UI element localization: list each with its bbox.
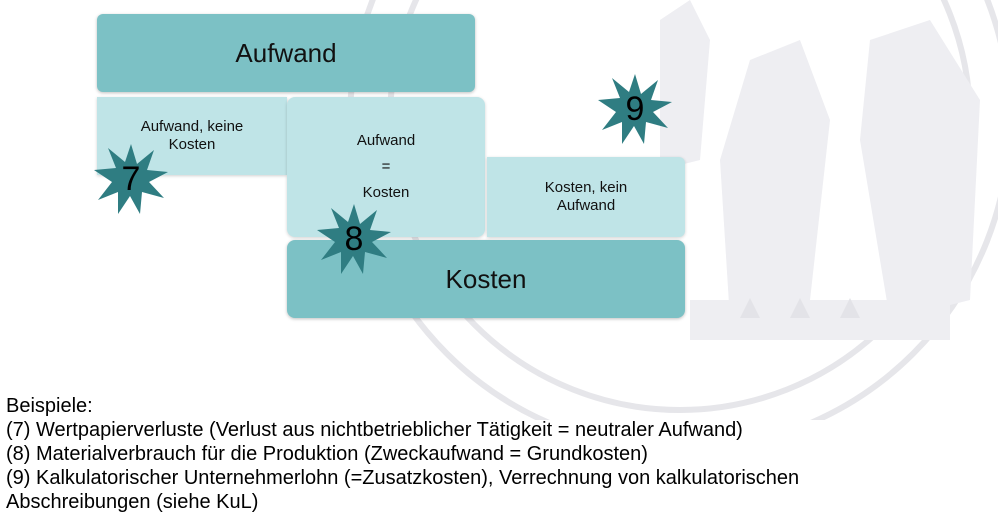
- marker-8: 8: [315, 200, 393, 278]
- examples-text: Beispiele: (7) Wertpapierverluste (Verlu…: [6, 394, 799, 514]
- marker-7-label: 7: [121, 160, 141, 198]
- kosten-label: Kosten: [445, 263, 527, 294]
- examples-heading: Beispiele:: [6, 395, 93, 417]
- center-top-label: Aufwand: [356, 132, 416, 149]
- marker-8-label: 8: [344, 220, 364, 258]
- university-seal-watermark: [347, 0, 998, 420]
- example-line: (8) Materialverbrauch für die Produktion…: [6, 443, 648, 465]
- starburst-icon: [598, 74, 672, 144]
- example-line: (7) Wertpapierverluste (Verlust aus nich…: [6, 419, 743, 441]
- aufwand-gleich-kosten-box: Aufwand = Kosten: [287, 97, 485, 237]
- example-line: (9) Kalkulatorischer Unternehmerlohn (=Z…: [6, 467, 800, 489]
- kosten-kein-aufwand-label: Kosten, kein Aufwand: [544, 179, 628, 214]
- aufwand-keine-kosten-label: Aufwand, keine Kosten: [140, 118, 244, 153]
- aufwand-box: Aufwand: [97, 14, 475, 92]
- aufwand-label: Aufwand: [235, 37, 337, 68]
- marker-7: 7: [92, 140, 170, 218]
- starburst-icon: [94, 144, 168, 214]
- marker-9: 9: [596, 70, 674, 148]
- center-bottom-label: Kosten: [362, 184, 410, 201]
- center-equals-label: =: [381, 158, 391, 175]
- starburst-icon: [317, 204, 391, 274]
- marker-9-label: 9: [625, 90, 645, 128]
- kosten-kein-aufwand-box: Kosten, kein Aufwand: [487, 157, 685, 237]
- example-line: Abschreibungen (siehe KuL): [6, 491, 259, 513]
